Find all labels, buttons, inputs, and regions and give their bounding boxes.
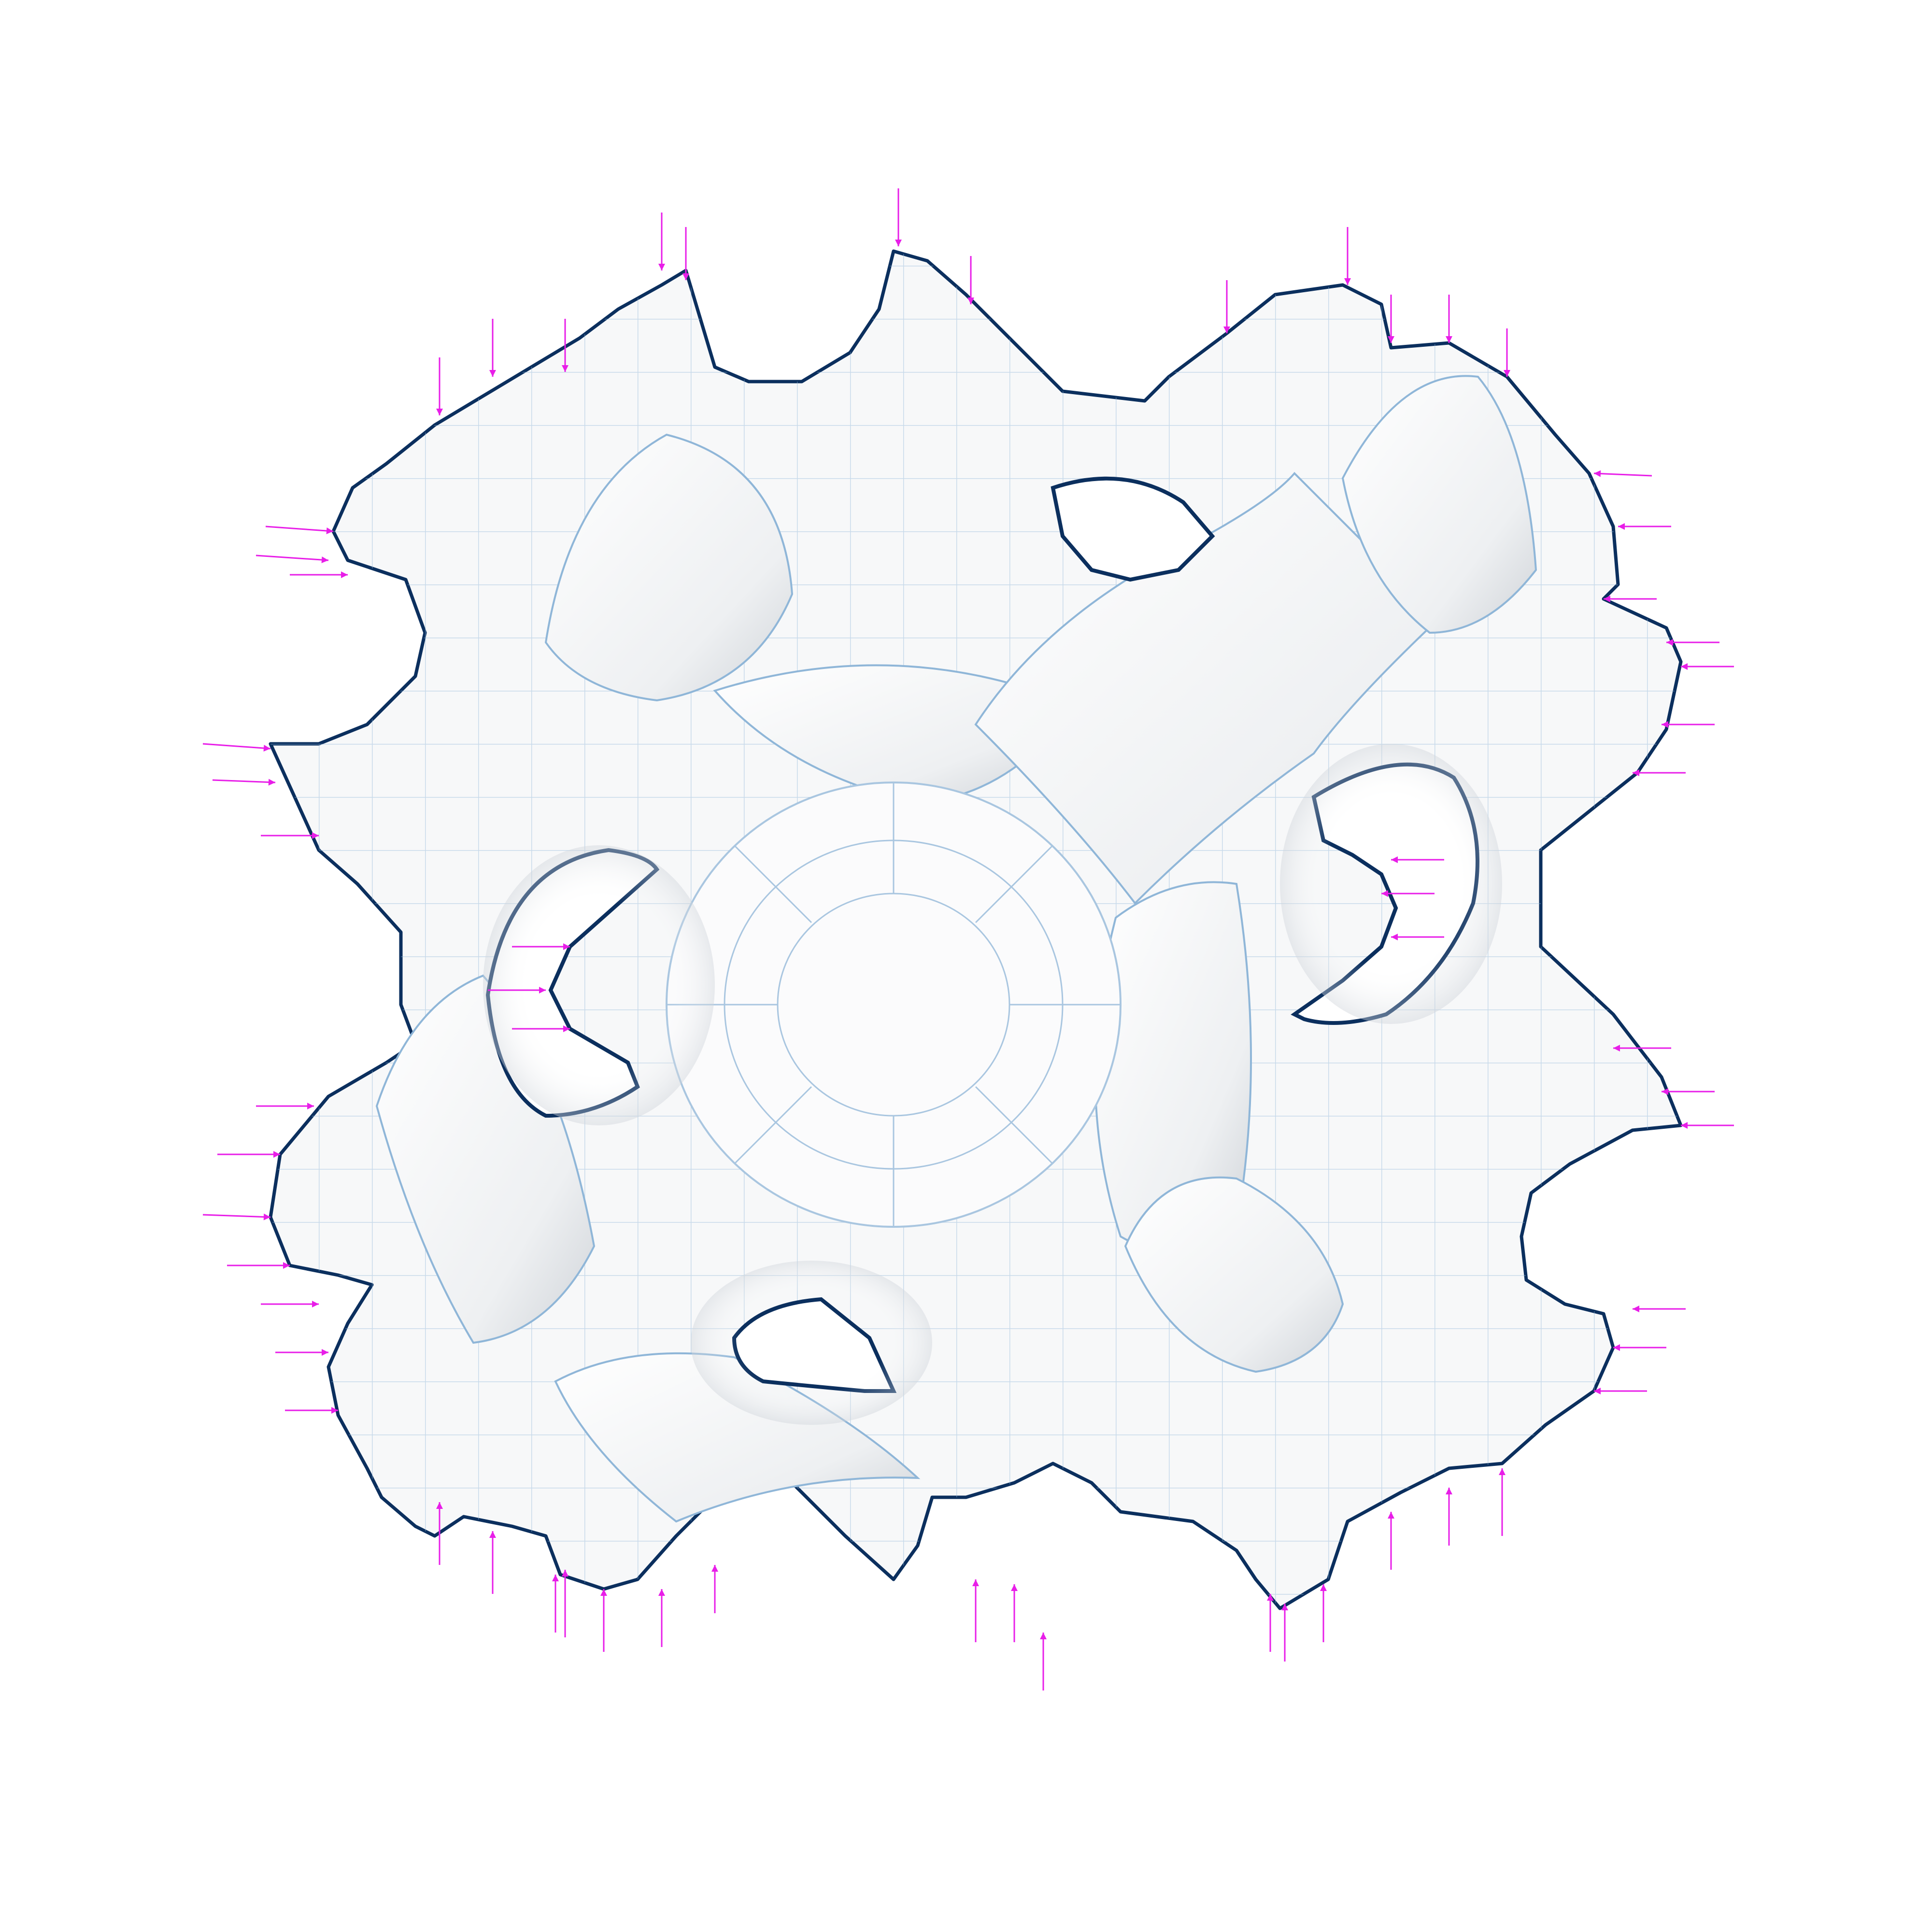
tunnel-bands [375, 375, 1537, 1523]
load-arrow-icon [1593, 472, 1652, 477]
tunnel-band-center-diagonal [974, 472, 1441, 905]
load-arrow-head [1666, 639, 1673, 646]
load-arrow-head [326, 527, 333, 534]
load-arrow-head [1594, 1388, 1601, 1394]
load-arrow-head [312, 1301, 319, 1307]
load-arrow-head [489, 370, 496, 377]
load-arrow-head [1662, 1088, 1668, 1095]
load-arrow-head [1613, 1045, 1620, 1051]
load-arrow-icon [202, 743, 271, 750]
load-arrow-head [1681, 663, 1688, 670]
load-arrow-head [1604, 596, 1610, 602]
load-arrow-head [1281, 1604, 1288, 1610]
tunnel-band-lower-left [554, 1352, 921, 1523]
load-arrow-head [562, 1570, 568, 1577]
load-arrow-head [1388, 1512, 1394, 1519]
tunnel-band-top-center [713, 664, 1059, 803]
load-arrow-head [658, 264, 665, 270]
load-arrow-head [1040, 1633, 1047, 1639]
load-arrow-head [312, 832, 319, 839]
load-arrow-head [331, 1407, 338, 1414]
load-arrow-head [1633, 1306, 1639, 1312]
load-arrow-head [1388, 336, 1394, 343]
load-arrow-icon [265, 526, 334, 532]
load-arrow-head [1344, 278, 1351, 285]
load-arrow-head [1681, 1122, 1688, 1129]
load-arrow-head [1446, 336, 1452, 343]
load-arrow-head [1504, 370, 1510, 377]
load-arrow-head [1267, 1594, 1274, 1601]
load-arrow-head [321, 556, 328, 564]
load-arrow-head [1633, 769, 1639, 776]
load-arrow-head [263, 1213, 270, 1221]
load-arrow-icon [212, 779, 276, 783]
tunnel-band-lower-right [1124, 1176, 1344, 1373]
load-arrow-icon [202, 188, 1734, 1690]
load-arrow-head [263, 745, 270, 752]
load-arrow-head [1011, 1584, 1018, 1591]
load-arrow-head [436, 409, 443, 415]
load-arrow-head [1391, 856, 1398, 863]
load-arrow-head [552, 1575, 559, 1581]
load-arrow-head [895, 240, 902, 246]
load-arrow-head [563, 1025, 570, 1032]
load-arrow-head [436, 1502, 443, 1509]
load-arrow-head [268, 779, 275, 786]
tunnel-band-top-right [1341, 375, 1537, 634]
load-arrow-head [1320, 1584, 1327, 1591]
load-arrow-head [972, 1579, 979, 1586]
load-arrow-head [562, 365, 568, 372]
load-arrow-head [1613, 1344, 1620, 1351]
load-arrow-head [1499, 1468, 1506, 1475]
load-arrow-head [600, 1589, 607, 1596]
load-arrow-head [563, 943, 570, 950]
hole-top-center [1051, 476, 1215, 582]
load-arrow-icon [256, 554, 329, 561]
load-arrow-head [539, 987, 546, 994]
load-arrow-icon [202, 1214, 271, 1218]
through-holes [483, 476, 1502, 1425]
dish-radials [667, 782, 1121, 1227]
load-arrow-head [341, 571, 348, 578]
load-arrow-head [658, 1589, 665, 1596]
tunnel-band-top-left [544, 433, 794, 702]
load-arrow-head [967, 298, 974, 304]
load-arrow-head [1223, 327, 1230, 333]
load-arrow-head [322, 1349, 328, 1356]
load-arrow-head [307, 1103, 314, 1109]
load-arrow-head [1594, 470, 1601, 477]
load-arrow-head [1662, 721, 1668, 728]
load-arrow-head [489, 1531, 496, 1538]
load-arrow-head [682, 273, 689, 280]
load-arrow-head [1391, 934, 1398, 940]
load-arrow-head [273, 1151, 280, 1158]
load-arrow-head [1446, 1488, 1452, 1494]
load-arrow-head [711, 1565, 718, 1572]
load-arrow-head [283, 1262, 290, 1269]
load-arrow-head [1381, 890, 1388, 897]
load-arrow-head [1618, 523, 1625, 530]
